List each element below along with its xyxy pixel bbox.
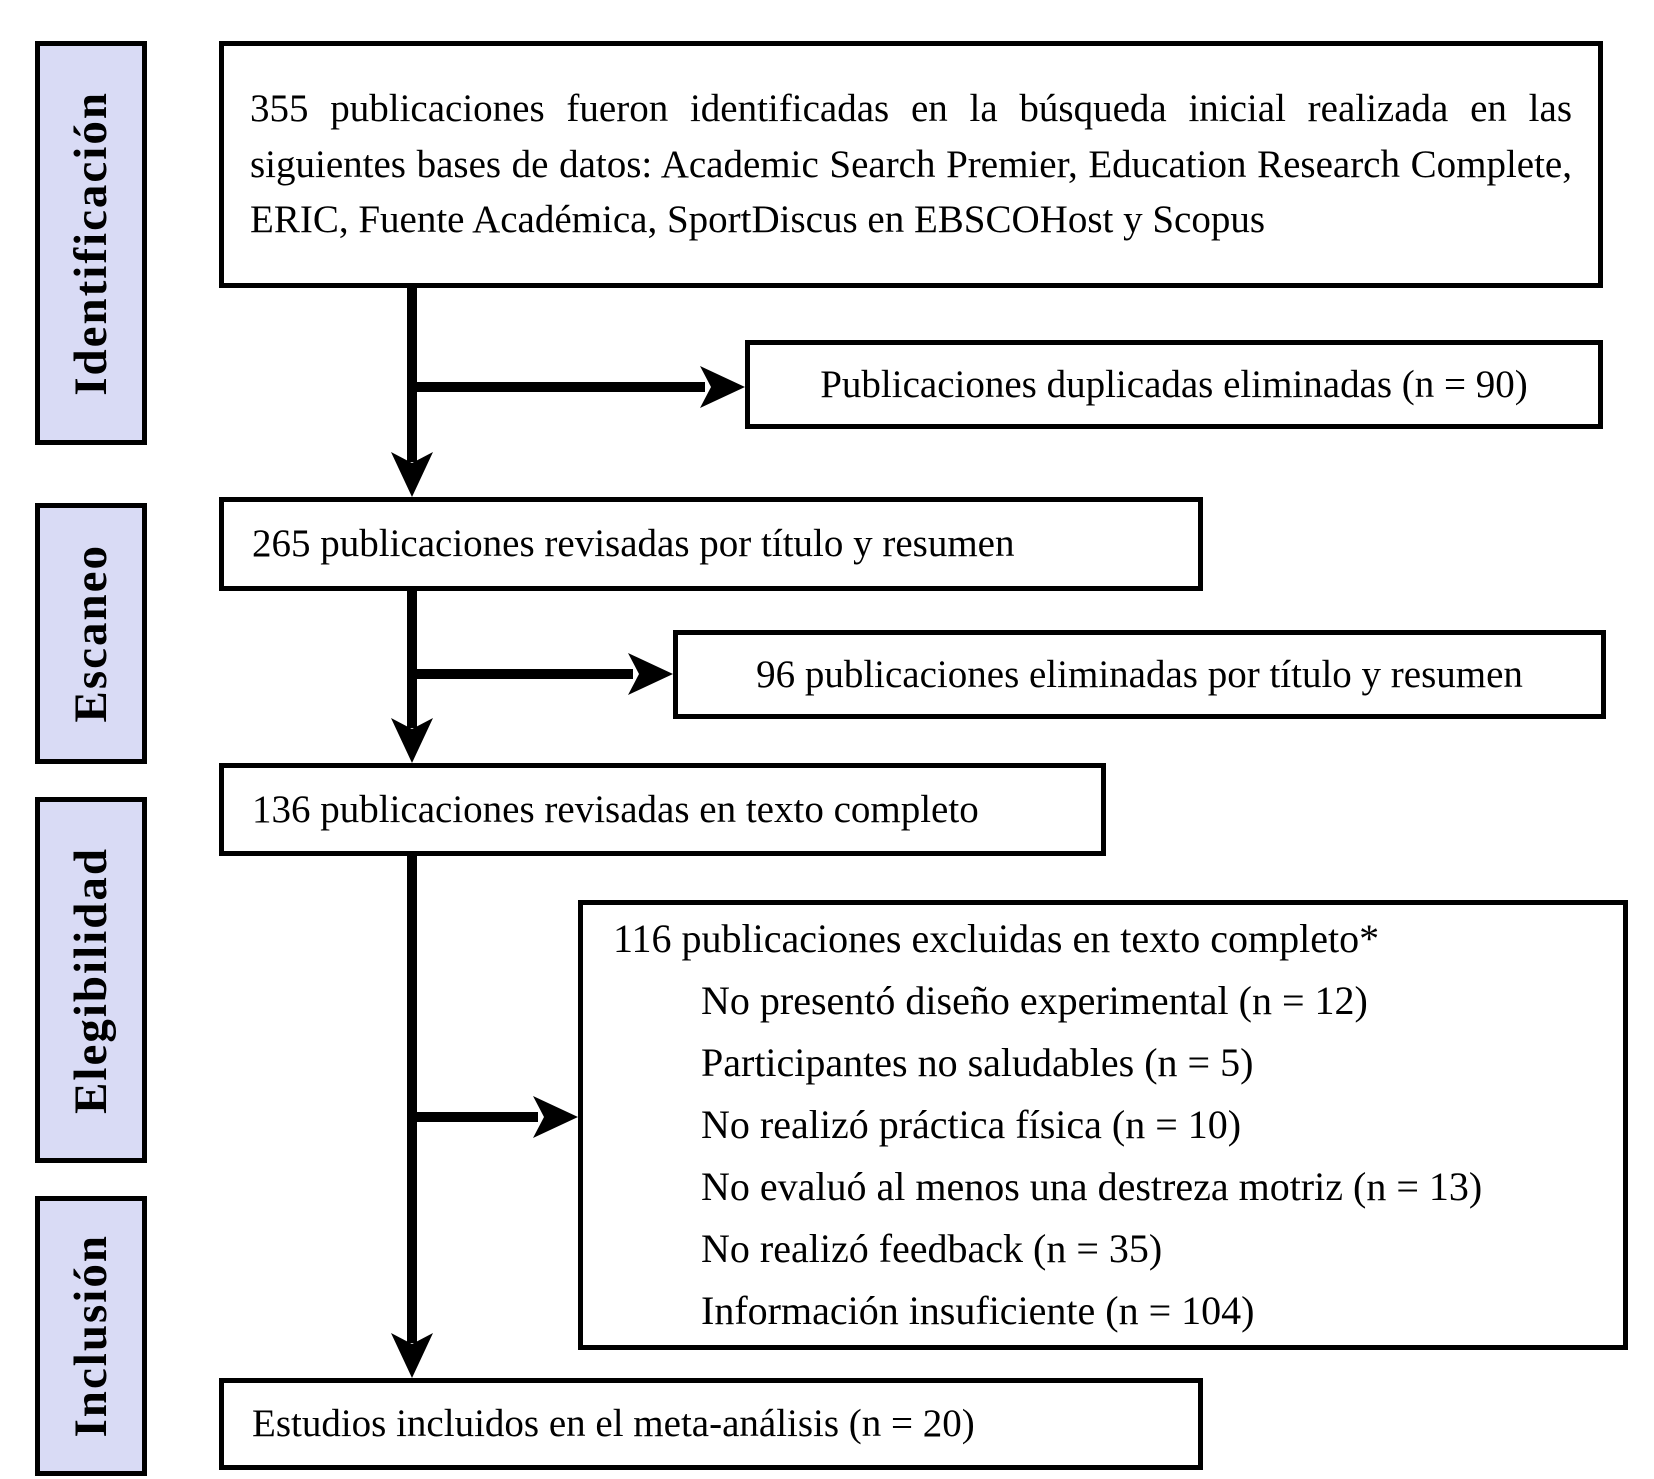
box-records-identified: 355 publicaciones fueron identificadas e… (219, 41, 1603, 288)
box-duplicates-removed-text: Publicaciones duplicadas eliminadas (n =… (820, 362, 1528, 406)
arrow-down-screened-to-fulltext (391, 590, 433, 763)
arrow-right-to-fulltext-excluded (412, 1096, 578, 1138)
box-records-identified-text: 355 publicaciones fueron identificadas e… (250, 87, 1572, 242)
box-screened-title-abstract-text: 265 publicaciones revisadas por título y… (252, 522, 1015, 566)
stage-label-escaneo: Escaneo (35, 503, 147, 764)
exclusion-reason: Participantes no saludables (n = 5) (701, 1040, 1254, 1085)
exclusion-reason: No realizó feedback (n = 35) (701, 1226, 1163, 1271)
box-excluded-title-abstract: 96 publicaciones eliminadas por título y… (673, 630, 1606, 719)
stage-label-text: Identificación (65, 90, 117, 396)
stage-label-text: Escaneo (65, 544, 117, 723)
exclusion-reason: No presentó diseño experimental (n = 12) (701, 978, 1368, 1023)
exclusion-reason: No evaluó al menos una destreza motriz (… (701, 1164, 1483, 1209)
box-included-meta-analysis-text: Estudios incluidos en el meta-análisis (… (252, 1402, 975, 1446)
stage-label-text: Inclusión (65, 1234, 117, 1438)
box-fulltext-reviewed: 136 publicaciones revisadas en texto com… (219, 763, 1106, 856)
box-fulltext-reviewed-text: 136 publicaciones revisadas en texto com… (252, 787, 979, 831)
box-screened-title-abstract: 265 publicaciones revisadas por título y… (219, 497, 1203, 591)
box-duplicates-removed: Publicaciones duplicadas eliminadas (n =… (745, 340, 1603, 429)
arrow-down-fulltext-to-included (391, 855, 433, 1378)
arrow-right-to-duplicates (412, 366, 745, 408)
box-fulltext-excluded: 116 publicaciones excluidas en texto com… (578, 900, 1628, 1350)
exclusion-reason: No realizó práctica física (n = 10) (701, 1102, 1242, 1147)
stage-label-identificacion: Identificación (35, 41, 147, 445)
stage-label-inclusion: Inclusión (35, 1196, 147, 1476)
box-included-meta-analysis: Estudios incluidos en el meta-análisis (… (219, 1378, 1203, 1470)
stage-label-elegibilidad: Elegibilidad (35, 797, 147, 1163)
arrow-right-to-excluded-title-abstract (412, 653, 673, 695)
exclusion-reason: Información insuficiente (n = 104) (701, 1288, 1255, 1333)
fulltext-excluded-title: 116 publicaciones excluidas en texto com… (613, 916, 1380, 961)
box-excluded-title-abstract-text: 96 publicaciones eliminadas por título y… (756, 652, 1523, 696)
arrow-down-identified-to-screened (391, 287, 433, 497)
stage-label-text: Elegibilidad (65, 846, 117, 1114)
